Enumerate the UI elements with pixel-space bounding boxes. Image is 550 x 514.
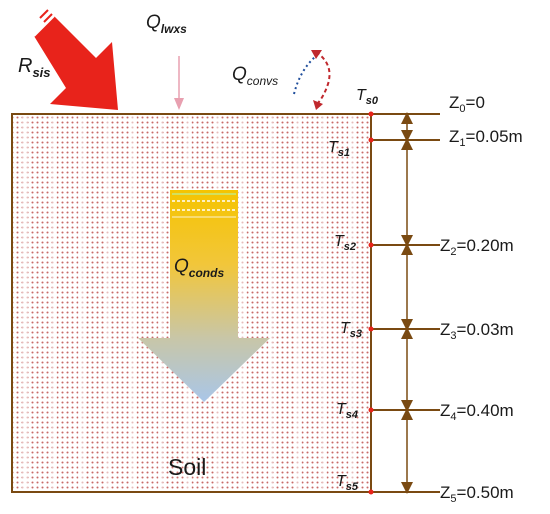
depth-label-z1: Z1=0.05m	[449, 127, 523, 149]
depth-label-z3: Z3=0.03m	[440, 320, 514, 342]
temp-label-s5: Ts5	[336, 473, 359, 493]
depth-lines	[371, 113, 440, 493]
depth-label-z2: Z2=0.20m	[440, 236, 514, 258]
depth-label-z5: Z5=0.50m	[440, 483, 514, 505]
depth-label-z4: Z4=0.40m	[440, 401, 514, 423]
temp-label-s0: Ts0	[356, 87, 379, 107]
longwave-arrow	[174, 56, 184, 110]
temp-label-s4: Ts4	[336, 401, 358, 421]
temp-label-s2: Ts2	[334, 233, 356, 253]
depth-label-z0: Z0=0	[449, 93, 485, 115]
r-sis-label: Rsis	[18, 55, 51, 80]
soil-label: Soil	[168, 454, 206, 480]
convection-arrows	[293, 50, 331, 110]
temp-label-s1: Ts1	[328, 139, 350, 159]
solar-radiation-arrow	[33, 9, 118, 110]
conduction-arrow	[138, 190, 270, 402]
q-lwxs-label: Qlwxs	[146, 12, 187, 36]
node-markers	[368, 111, 374, 495]
temp-label-s3: Ts3	[340, 320, 362, 340]
q-convs-label: Qconvs	[232, 64, 278, 88]
q-conds-label: Qconds	[174, 256, 224, 280]
